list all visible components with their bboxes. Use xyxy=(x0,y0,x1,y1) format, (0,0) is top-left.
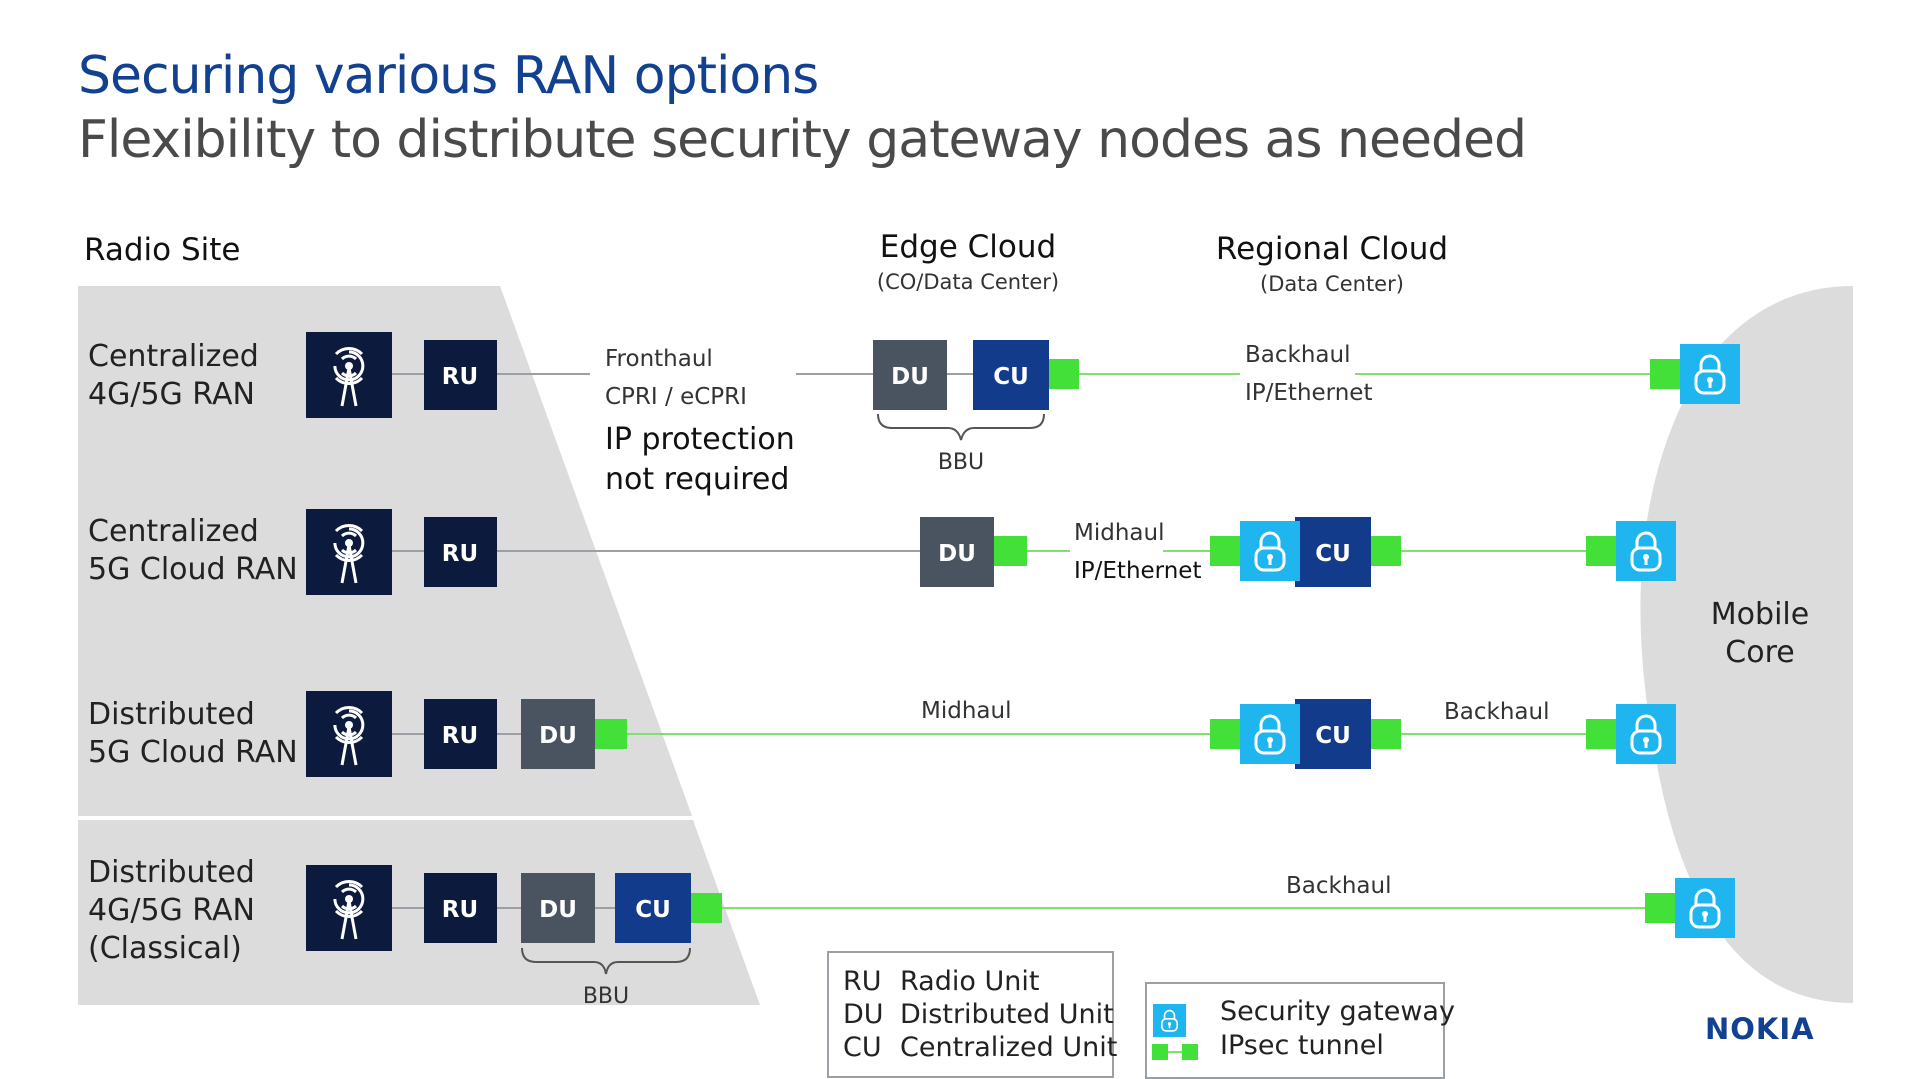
cu-node: CU xyxy=(1295,699,1371,769)
tunnel-endpoint xyxy=(1586,719,1616,749)
tunnel-endpoint xyxy=(1650,359,1680,389)
nokia-logo: NOKIA xyxy=(1705,1012,1815,1046)
antenna-icon xyxy=(304,330,394,420)
ru-node: RU xyxy=(424,340,497,410)
antenna-icon xyxy=(304,689,394,779)
cu-label: CU xyxy=(993,364,1029,390)
tunnel-endpoint xyxy=(1210,536,1240,566)
bbu-brace xyxy=(877,413,1045,441)
radio-site-header: Radio Site xyxy=(84,232,241,268)
row-label-distributed-cloud-ran: Distributed 5G Cloud RAN xyxy=(88,697,298,770)
ru-label: RU xyxy=(442,541,478,567)
ru-node: RU xyxy=(424,873,497,943)
ru-label: RU xyxy=(442,897,478,923)
mobile-core-label: Mobile Core xyxy=(1710,597,1810,670)
du-label: DU xyxy=(938,541,976,567)
cu-node: CU xyxy=(973,340,1049,410)
mobile-core-shape xyxy=(1640,286,1853,1003)
antenna-icon xyxy=(304,507,394,597)
lock-icon xyxy=(1238,519,1302,583)
legend-name: Centralized Unit xyxy=(900,1032,1118,1063)
bbu-label: BBU xyxy=(938,450,984,475)
regional-cloud-subheader: (Data Center) xyxy=(1260,272,1404,296)
tunnel-endpoint xyxy=(1371,536,1401,566)
tunnel-endpoint xyxy=(1182,1044,1198,1060)
backhaul-label: Backhaul xyxy=(1286,873,1392,899)
tunnel-endpoint xyxy=(595,719,627,749)
row-label-distributed-classical: Distributed 4G/5G RAN (Classical) xyxy=(88,855,255,966)
du-label: DU xyxy=(539,723,577,749)
security-legend-box xyxy=(1145,982,1445,1079)
lock-icon xyxy=(1614,702,1678,766)
ru-label: RU xyxy=(442,723,478,749)
cu-label: CU xyxy=(635,897,671,923)
row-label-centralized-4g5g: Centralized 4G/5G RAN xyxy=(88,339,259,412)
du-node: DU xyxy=(521,699,595,769)
abbrev-legend-box xyxy=(827,951,1114,1078)
du-node: DU xyxy=(521,873,595,943)
page-title: Securing various RAN options xyxy=(78,46,819,106)
row-label-centralized-cloud-ran: Centralized 5G Cloud RAN xyxy=(88,514,298,587)
antenna-icon xyxy=(304,863,394,953)
midhaul-label: Midhaul xyxy=(1074,520,1165,546)
ru-node: RU xyxy=(424,517,497,587)
edge-cloud-header: Edge Cloud xyxy=(879,229,1057,265)
ip-ethernet-label: IP/Ethernet xyxy=(1074,558,1202,584)
legend-security-gateway: Security gateway xyxy=(1220,996,1455,1027)
tunnel-endpoint xyxy=(1371,719,1401,749)
edge-cloud-subheader: (CO/Data Center) xyxy=(876,270,1060,294)
tunnel-endpoint xyxy=(1210,719,1240,749)
backhaul-label: Backhaul xyxy=(1245,342,1351,368)
page-subtitle: Flexibility to distribute security gatew… xyxy=(78,110,1527,170)
legend-name: Distributed Unit xyxy=(900,999,1114,1030)
du-label: DU xyxy=(539,897,577,923)
ip-protection-note: IP protection not required xyxy=(605,422,795,497)
lock-icon xyxy=(1673,876,1737,940)
legend-name: Radio Unit xyxy=(900,966,1040,997)
cu-label: CU xyxy=(1315,723,1351,749)
midhaul-label: Midhaul xyxy=(921,698,1012,724)
legend-code: RU xyxy=(843,966,882,997)
lock-icon xyxy=(1238,702,1302,766)
ru-label: RU xyxy=(442,364,478,390)
lock-icon xyxy=(1152,1003,1187,1038)
lock-icon xyxy=(1678,342,1742,406)
bbu-label: BBU xyxy=(583,984,629,1009)
du-node: DU xyxy=(873,340,947,410)
tunnel-endpoint xyxy=(994,536,1027,566)
du-label: DU xyxy=(891,364,929,390)
regional-cloud-header: Regional Cloud xyxy=(1215,231,1449,267)
ru-node: RU xyxy=(424,699,497,769)
ip-ethernet-label: IP/Ethernet xyxy=(1245,380,1373,406)
backhaul-label: Backhaul xyxy=(1444,699,1550,725)
cu-node: CU xyxy=(615,873,691,943)
cu-node: CU xyxy=(1295,517,1371,587)
tunnel-endpoint xyxy=(1152,1044,1168,1060)
classical-site-area xyxy=(78,820,760,1005)
du-node: DU xyxy=(920,517,994,587)
legend-code: CU xyxy=(843,1032,882,1063)
tunnel-endpoint xyxy=(1645,893,1675,923)
fronthaul-label: Fronthaul xyxy=(605,346,713,372)
bbu-brace xyxy=(521,947,691,975)
tunnel-endpoint xyxy=(691,893,722,923)
legend-ipsec-tunnel: IPsec tunnel xyxy=(1220,1030,1384,1061)
tunnel-endpoint xyxy=(1049,359,1079,389)
cpri-label: CPRI / eCPRI xyxy=(605,384,747,410)
lock-icon xyxy=(1614,519,1678,583)
tunnel-endpoint xyxy=(1586,536,1616,566)
legend-code: DU xyxy=(843,999,884,1030)
cu-label: CU xyxy=(1315,541,1351,567)
